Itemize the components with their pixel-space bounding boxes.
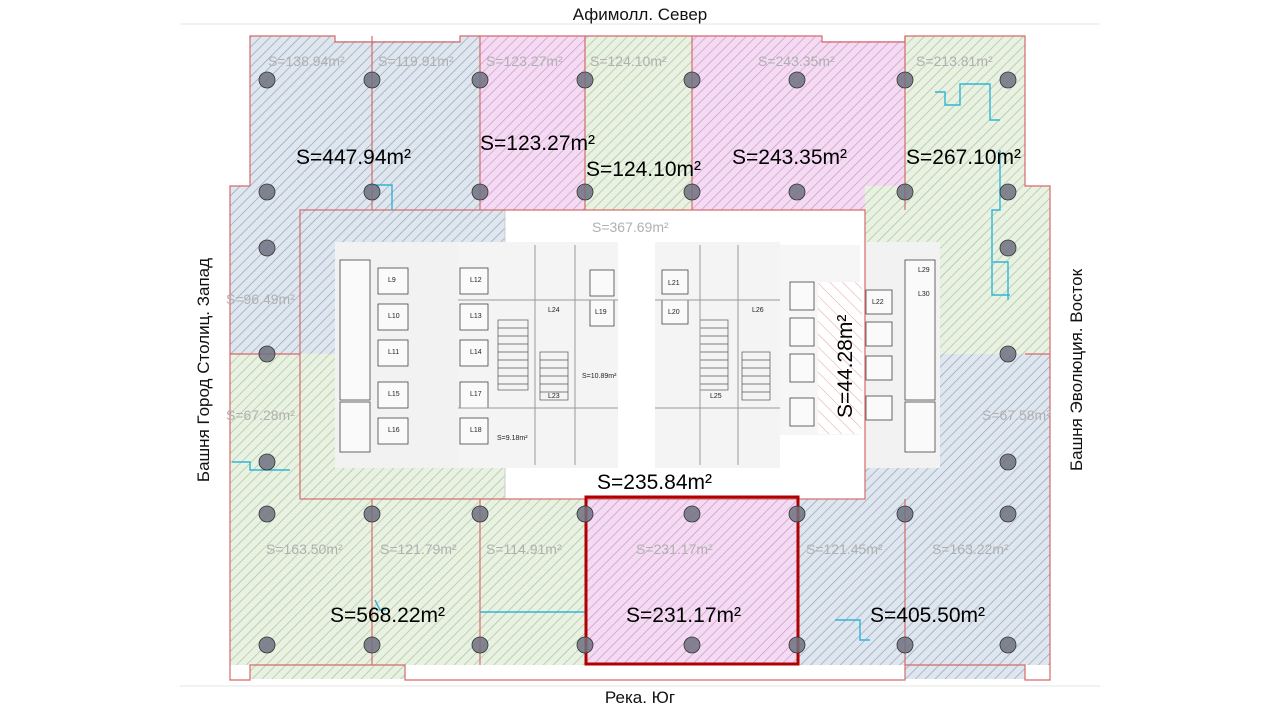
unit-label-s4: S=231.17m² bbox=[636, 541, 713, 557]
unit-label-e1: S=67.58m² bbox=[982, 407, 1051, 423]
zone-nw bbox=[250, 36, 480, 210]
lift-label: L30 bbox=[918, 291, 930, 298]
core-area-label-1: S=10.89m² bbox=[582, 373, 617, 380]
zone-label-east-strip: S=44.28m² bbox=[834, 315, 857, 418]
zone-label-se: S=405.50m² bbox=[870, 604, 985, 627]
zone-label-nw: S=447.94m² bbox=[296, 146, 411, 169]
lift-label: L15 bbox=[388, 391, 400, 398]
lift-label: L20 bbox=[668, 309, 680, 316]
zone-n4 bbox=[692, 36, 905, 210]
lift-label: L12 bbox=[470, 277, 482, 284]
lift-label: L25 bbox=[710, 393, 722, 400]
lift-label: L17 bbox=[470, 391, 482, 398]
unit-label-n4: S=124.10m² bbox=[590, 53, 667, 69]
unit-label-w1: S=96.49m² bbox=[226, 291, 295, 307]
unit-label-s6: S=163.22m² bbox=[932, 541, 1009, 557]
unit-label-n2: S=119.91m² bbox=[378, 53, 454, 69]
lift-label: L23 bbox=[548, 393, 560, 400]
core-area-label-2: S=9.18m² bbox=[497, 435, 528, 442]
unit-label-n6: S=213.81m² bbox=[916, 53, 993, 69]
lift-label: L18 bbox=[470, 427, 482, 434]
lift-label: L14 bbox=[470, 349, 482, 356]
lift-label: L10 bbox=[388, 313, 400, 320]
unit-label-s2: S=121.79m² bbox=[380, 541, 457, 557]
lift-label: L29 bbox=[918, 267, 930, 274]
south-direction-label: Река. Юг bbox=[604, 688, 676, 707]
zone-label-n3: S=124.10m² bbox=[586, 158, 701, 181]
unit-label-n5: S=243.35m² bbox=[758, 53, 835, 69]
zone-sw bbox=[230, 499, 586, 665]
lift-label: L22 bbox=[872, 299, 884, 306]
lift-label: L13 bbox=[470, 313, 482, 320]
lift-label: L24 bbox=[548, 307, 560, 314]
lift-label: L26 bbox=[752, 307, 764, 314]
lift-label: L11 bbox=[388, 349, 399, 356]
zone-label-ne: S=267.10m² bbox=[906, 146, 1021, 169]
zone-label-core-corridor: S=235.84m² bbox=[597, 471, 712, 494]
lift-label: L9 bbox=[388, 277, 396, 284]
zone-n3 bbox=[585, 36, 692, 210]
lift-label: L19 bbox=[595, 309, 607, 316]
unit-label-n3: S=123.27m² bbox=[486, 53, 563, 69]
zone-ne bbox=[905, 36, 1025, 210]
lift-label: L21 bbox=[668, 280, 680, 287]
zone-label-sw: S=568.22m² bbox=[330, 604, 445, 627]
selected-unit-outline[interactable] bbox=[584, 495, 800, 666]
zone-west-blue bbox=[230, 186, 300, 354]
unit-label-s1: S=163.50m² bbox=[266, 541, 343, 557]
east-strip-zone bbox=[818, 282, 862, 434]
unit-label-n1: S=138.94m² bbox=[268, 53, 345, 69]
zone-label-selected[interactable]: S=231.17m² bbox=[626, 604, 741, 627]
columns bbox=[258, 71, 1017, 654]
unit-label-w2: S=67.28m² bbox=[226, 407, 295, 423]
unit-label-core-top: S=367.69m² bbox=[592, 219, 669, 235]
north-direction-label: Афимолл. Север bbox=[572, 5, 708, 24]
unit-label-s5: S=121.45m² bbox=[806, 541, 883, 557]
zone-n2 bbox=[480, 36, 585, 210]
zone-label-n4: S=243.35m² bbox=[732, 146, 847, 169]
unit-label-s3: S=114.91m² bbox=[486, 541, 562, 557]
zone-label-n2: S=123.27m² bbox=[480, 132, 595, 155]
lift-label: L16 bbox=[388, 427, 400, 434]
